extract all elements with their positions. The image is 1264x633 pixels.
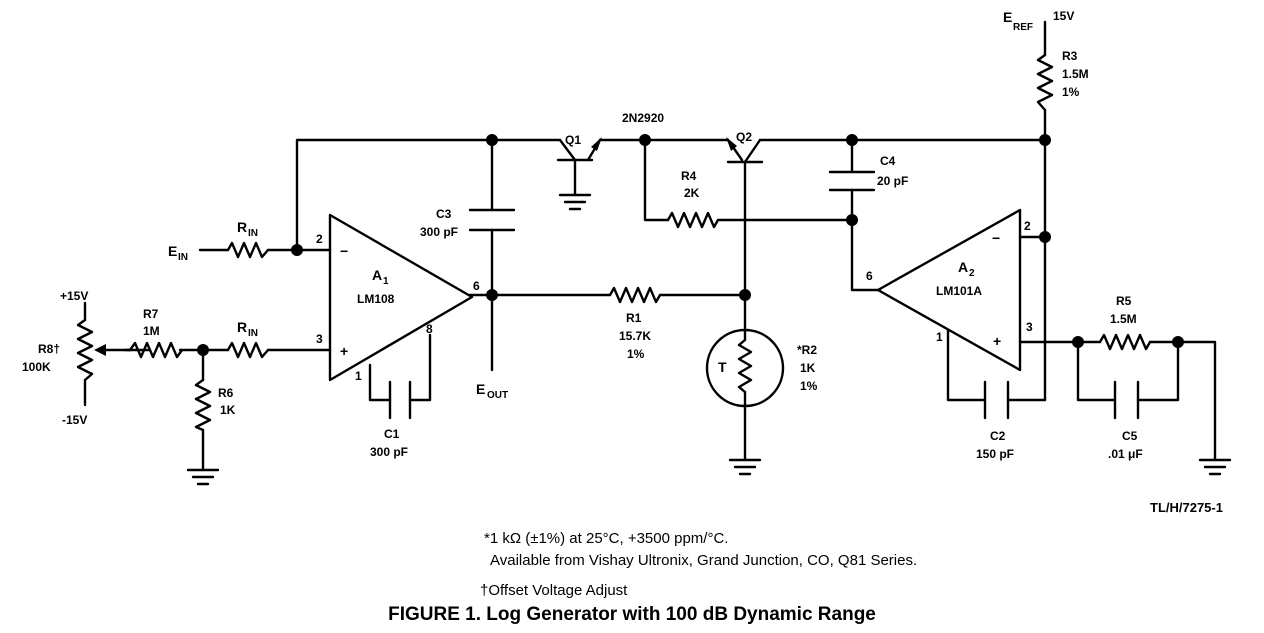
thermistor-t: T [718,359,727,375]
r3-value: 1.5M [1062,67,1089,81]
ground-icon [728,458,762,476]
plus15-label: +15V [60,289,88,303]
c4-name: C4 [880,154,896,168]
r3-resistor [1036,53,1054,112]
junction-dots [197,134,1184,356]
a2-plus: + [993,333,1001,349]
r7-name: R7 [143,307,159,321]
r3-tol: 1% [1062,85,1080,99]
r2-name: *R2 [797,343,817,357]
a2-part: LM101A [936,284,982,298]
rin-top-sub: IN [248,228,258,239]
c3-value: 300 pF [420,225,458,239]
r2-tol: 1% [800,379,818,393]
minus15-label: -15V [62,413,87,427]
c2-name: C2 [990,429,1006,443]
a1-pin-1: 1 [355,369,362,383]
r6-resistor [194,378,212,432]
e-in-label: E [168,243,177,259]
a2-sub: 2 [969,268,975,279]
e-in-sub: IN [178,252,188,263]
c5-name: C5 [1122,429,1138,443]
transistor-q1 [556,137,602,162]
r7-value: 1M [143,324,160,338]
a1-pin-8: 8 [426,322,433,336]
c1-value: 300 pF [370,445,408,459]
capacitors [388,170,1140,420]
r1-resistor [608,286,662,304]
resistors [76,53,1152,432]
a2-minus: − [992,230,1000,246]
r1-name: R1 [626,311,642,325]
a1-plus: + [340,343,348,359]
r8-value: 100K [22,360,51,374]
e-ref-voltage: 15V [1053,9,1074,23]
op-amp-a2 [876,208,1022,372]
transistor-pair-label: 2N2920 [622,111,664,125]
r7-resistor [128,341,184,359]
r4-resistor [666,211,720,229]
r5-name: R5 [1116,294,1132,308]
r8-footnote: †Offset Voltage Adjust [480,582,628,599]
r5-resistor [1098,333,1152,351]
r2-footnote: *1 kΩ (±1%) at 25°C, +3500 ppm/°C. [484,530,729,547]
ground-icon [186,468,220,486]
c3-name: C3 [436,207,452,221]
r4-name: R4 [681,169,697,183]
r2-source-footnote: Available from Vishay Ultronix, Grand Ju… [490,552,918,569]
c2-capacitor [983,380,1010,420]
q1-label: Q1 [565,133,581,147]
a1-part: LM108 [357,292,395,306]
c3-capacitor [468,208,516,232]
ground-icon [1198,458,1232,476]
c2-value: 150 pF [976,447,1014,461]
r6-value: 1K [220,403,236,417]
r1-value: 15.7K [619,329,651,343]
c5-capacitor [1113,380,1140,420]
thermistor-r2 [705,323,785,412]
rin-bottom-sub: IN [248,328,258,339]
figure-reference: TL/H/7275-1 [1150,500,1223,515]
a1-minus: − [340,243,348,259]
ground-symbols [186,193,1232,486]
c5-value: .01 μF [1108,447,1143,461]
a1-name: A [372,267,382,283]
a2-pin-6: 6 [866,269,873,283]
e-out-label: E [476,381,485,397]
a2-pin-3: 3 [1026,320,1033,334]
a2-name: A [958,259,968,275]
rin-bottom-resistor [226,341,270,359]
c1-capacitor [388,380,412,420]
c4-value: 20 pF [877,174,908,188]
a1-pin-3: 3 [316,332,323,346]
a2-pin-2: 2 [1024,219,1031,233]
op-amp-a1 [328,213,474,382]
e-ref-sub: REF [1013,22,1033,33]
a2-pin-1: 1 [936,330,943,344]
e-out-sub: OUT [487,390,508,401]
rin-top-resistor [226,241,270,259]
r8-potentiometer [76,318,94,382]
r2-value: 1K [800,361,816,375]
rin-bottom-label: R [237,319,247,335]
a1-pin-6: 6 [473,279,480,293]
a1-pin-2: 2 [316,232,323,246]
c4-capacitor [828,170,876,192]
rin-top-label: R [237,219,247,235]
r3-name: R3 [1062,49,1078,63]
r8-name: R8† [38,342,60,356]
ground-icon [558,193,592,211]
r1-tol: 1% [627,347,645,361]
e-ref-label: E [1003,9,1012,25]
a1-sub: 1 [383,276,389,287]
r5-value: 1.5M [1110,312,1137,326]
q2-label: Q2 [736,130,752,144]
r4-value: 2K [684,186,700,200]
transistor-q2 [726,137,764,164]
labels: E REF 15V R3 1.5M 1% 2N2920 Q1 Q2 R4 2K … [22,9,1143,461]
c1-name: C1 [384,427,400,441]
figure-caption: FIGURE 1. Log Generator with 100 dB Dyna… [388,604,876,625]
r6-name: R6 [218,386,234,400]
